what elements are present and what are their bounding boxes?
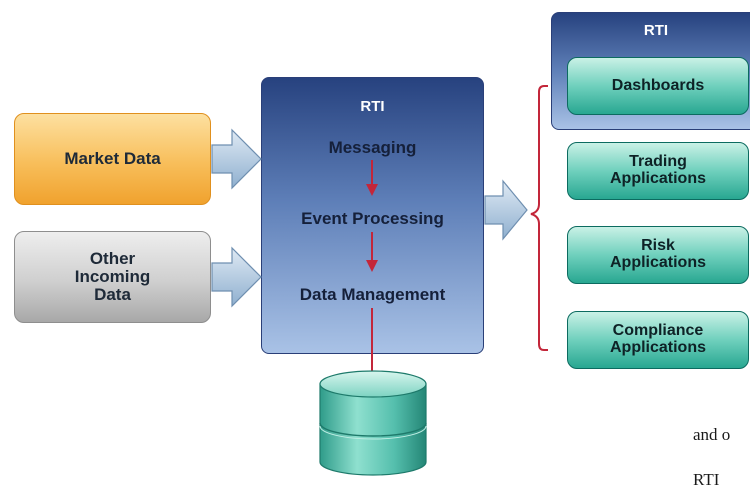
- compliance-label-line-1: Compliance: [612, 322, 704, 340]
- other-incoming-data-box: Other Incoming Data: [14, 231, 211, 323]
- market-data-box: Market Data: [14, 113, 211, 205]
- dashboards-box: Dashboards: [567, 57, 749, 115]
- other-data-line-1: Other: [89, 249, 136, 269]
- flow-arrow-down-icon: [366, 160, 378, 196]
- block-arrow-right-icon: [211, 246, 262, 308]
- side-text-line-2: RTI: [693, 470, 720, 489]
- risk-applications-box: Risk Applications: [567, 226, 749, 284]
- risk-label-line-1: Risk: [641, 237, 675, 255]
- trading-label-line-2: Applications: [609, 170, 706, 187]
- trading-label-line-1: Trading: [629, 153, 687, 171]
- side-text-line-1: and o: [693, 425, 731, 444]
- trading-applications-box: Trading Applications: [567, 142, 749, 200]
- market-data-label: Market Data: [64, 149, 161, 169]
- layer-event-processing: Event Processing: [301, 209, 444, 228]
- rti-main-title: RTI: [360, 98, 385, 115]
- rti-main-box: RTI Messaging Event Processing Data Mana…: [261, 77, 484, 354]
- layer-messaging: Messaging: [328, 138, 417, 157]
- layer-data-management: Data Management: [299, 285, 446, 304]
- curly-brace-icon: [530, 85, 548, 351]
- rti-side-title: RTI: [643, 22, 669, 39]
- other-data-line-2: Incoming: [74, 267, 151, 287]
- compliance-label-line-2: Applications: [609, 339, 706, 356]
- other-data-line-3: Data: [94, 284, 131, 304]
- flow-arrow-down-icon: [366, 232, 378, 272]
- compliance-applications-box: Compliance Applications: [567, 311, 749, 369]
- block-arrow-right-icon: [211, 128, 262, 190]
- database-icon: [319, 370, 427, 476]
- risk-label-line-2: Applications: [609, 254, 706, 271]
- dashboards-label: Dashboards: [611, 76, 705, 94]
- block-arrow-right-icon: [484, 179, 528, 241]
